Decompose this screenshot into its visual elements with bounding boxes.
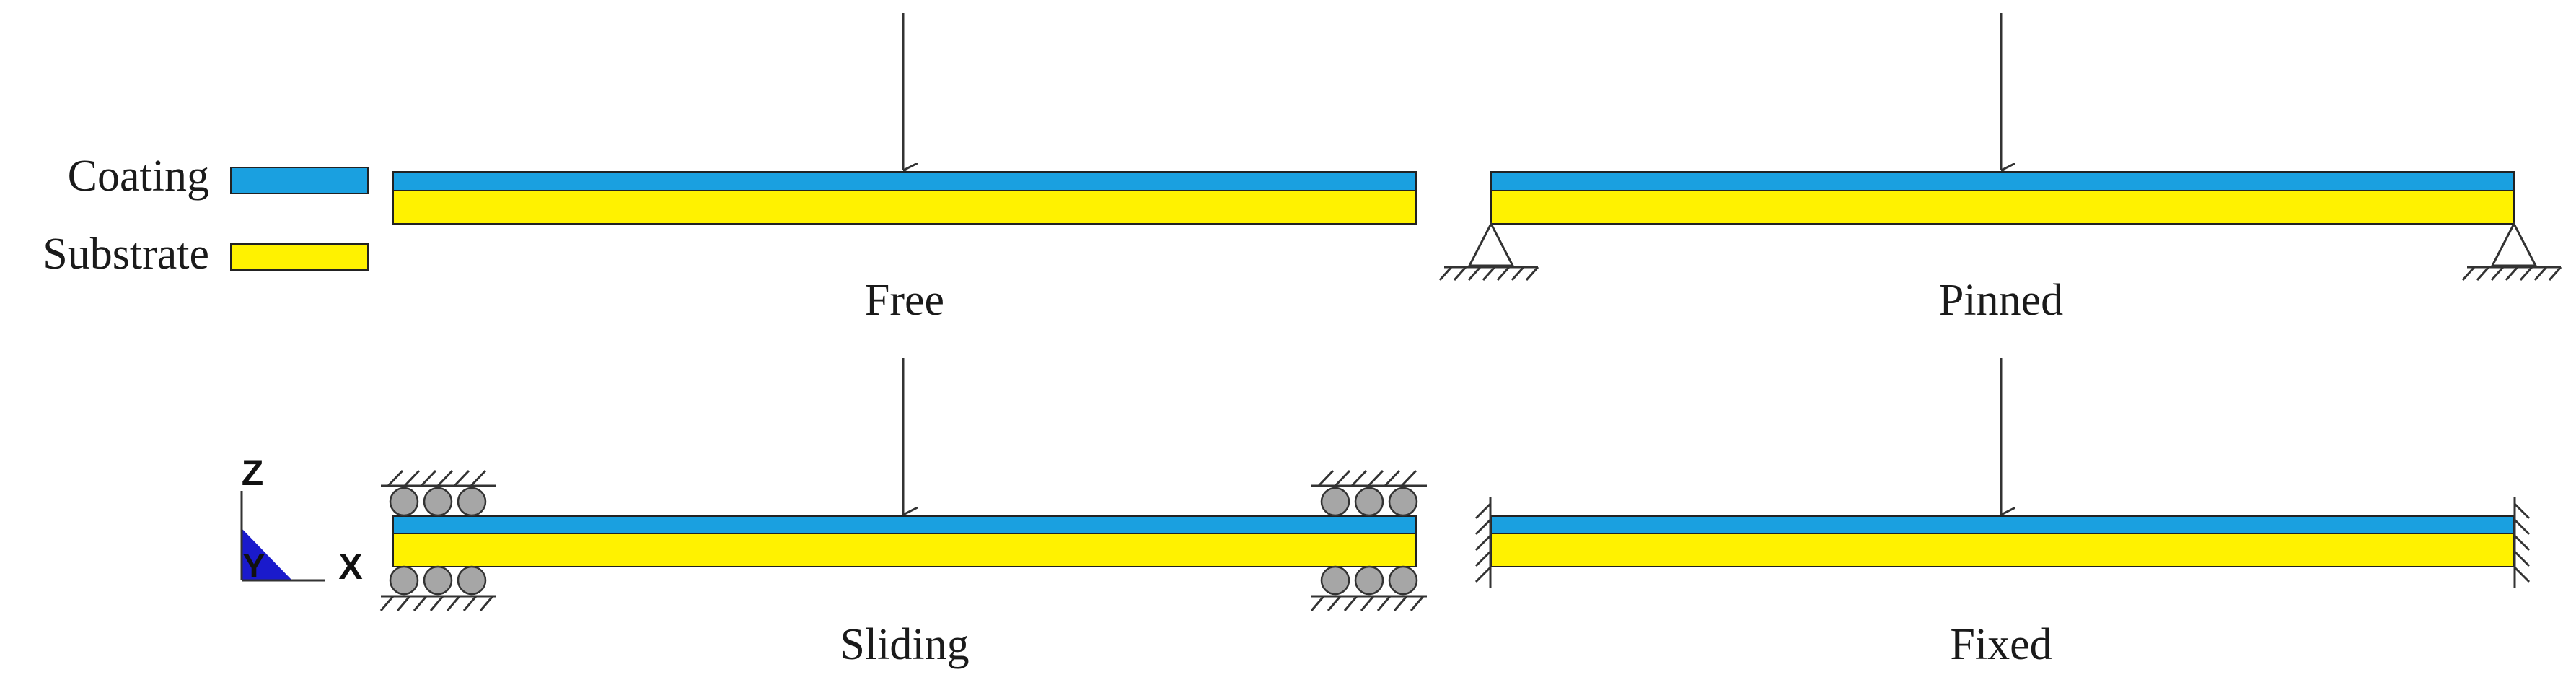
fixed-wall-left — [1474, 497, 1492, 588]
case-label-pinned: Pinned — [1939, 276, 2063, 325]
case-label-fixed: Fixed — [1950, 620, 2052, 669]
substrate-layer-free — [392, 190, 1417, 225]
coating-layer-sliding — [392, 515, 1417, 534]
legend-coating-label: Coating — [68, 152, 209, 201]
coating-layer-free — [392, 171, 1417, 191]
substrate-layer-pinned — [1490, 190, 2515, 225]
legend-substrate-swatch — [230, 243, 369, 271]
case-fixed: Fixed — [1474, 358, 2531, 669]
triad-y-plane — [242, 528, 292, 580]
axis-label-x: X — [338, 546, 362, 587]
coating-layer-pinned — [1490, 171, 2515, 191]
coating-layer-fixed — [1490, 515, 2515, 534]
case-pinned: Pinned — [1438, 13, 2562, 325]
legend-substrate-label: Substrate — [43, 230, 209, 279]
fixed-wall-right — [2513, 497, 2531, 588]
legend: Coating Substrate — [43, 152, 369, 279]
axis-label-z: Z — [242, 453, 264, 493]
axis-label-y: Y — [243, 547, 265, 585]
case-label-sliding: Sliding — [840, 620, 969, 669]
pin-support-left — [1438, 221, 1539, 281]
case-label-free: Free — [865, 276, 944, 325]
pin-support-right — [2461, 221, 2562, 281]
substrate-layer-fixed — [1490, 533, 2515, 567]
substrate-layer-sliding — [392, 533, 1417, 567]
case-free: Free — [392, 13, 1417, 325]
roller-support-left — [379, 469, 496, 611]
legend-coating-swatch — [230, 167, 369, 194]
case-sliding: Sliding — [379, 358, 1427, 669]
coordinate-triad: Z Y X — [240, 453, 363, 587]
roller-support-right — [1310, 469, 1427, 611]
